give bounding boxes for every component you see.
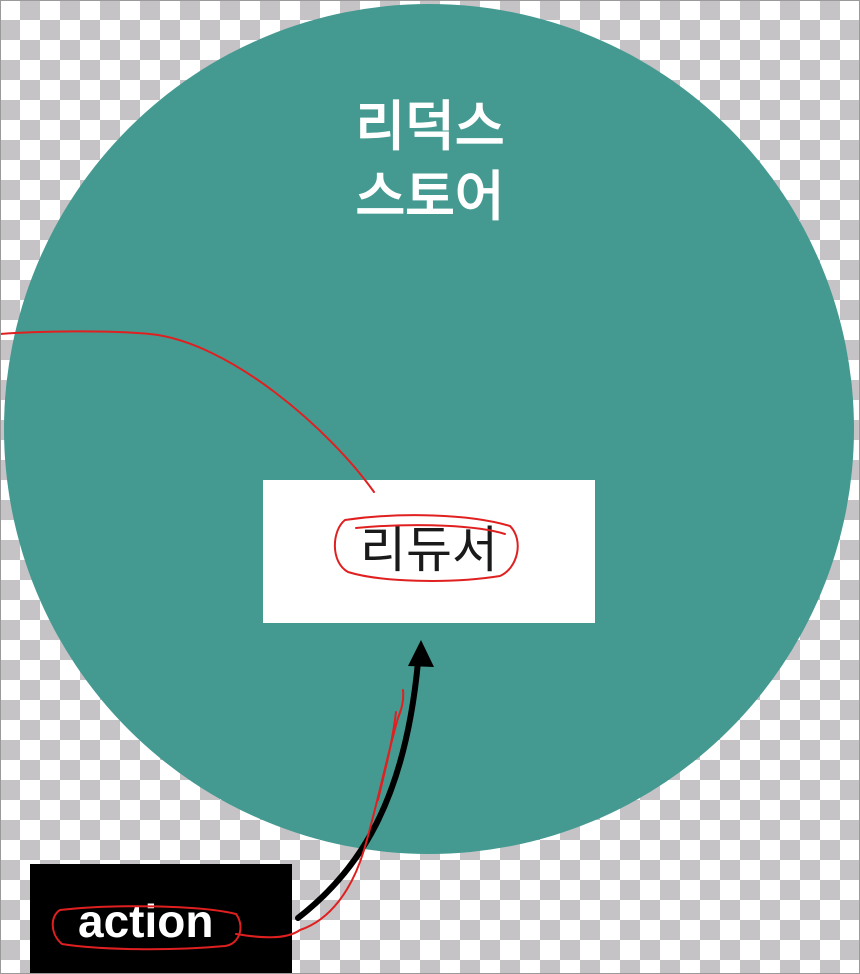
annotation-circle-reducer [333,514,519,582]
annotation-link-action-arrow [235,689,405,939]
reducer-label: 리듀서 [360,520,498,579]
redux-store-circle [4,4,854,854]
annotation-circle-reducer-inner [355,524,506,535]
store-title-line-1: 리덕스 [355,95,505,158]
annotation-strokes [0,330,519,951]
annotation-link-action-arrow-2 [377,711,397,801]
reducer-box: 리듀서 [263,480,595,623]
store-title: 리덕스 스토어 [230,92,630,232]
action-label: action [78,895,214,947]
action-to-reducer-arrowhead [408,640,434,667]
annotation-circle-action [51,905,242,951]
annotation-curve-top [0,330,375,493]
action-box: action [30,864,292,974]
store-title-line-2: 스토어 [355,165,505,228]
action-to-reducer-arrow-line [295,659,421,921]
